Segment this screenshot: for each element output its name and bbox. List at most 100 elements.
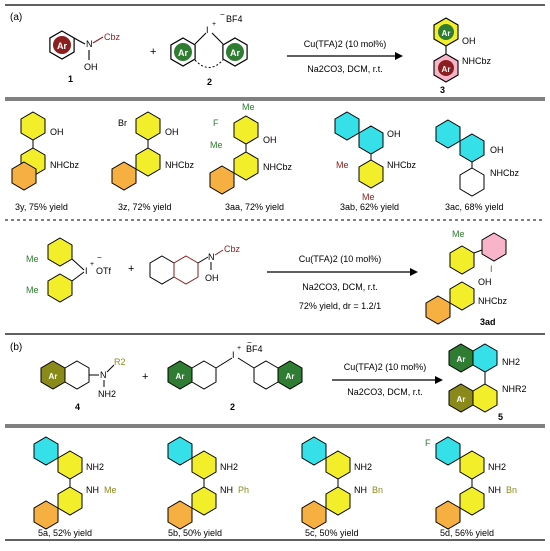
example-5a: NH2 NH Me 5a, 52% yield xyxy=(33,436,117,538)
svg-text:Ph: Ph xyxy=(238,485,249,495)
aryl-ring-fill xyxy=(53,36,71,54)
svg-text:NH2: NH2 xyxy=(488,462,506,472)
plus-a1: + xyxy=(150,46,156,58)
svg-text:3y, 75% yield: 3y, 75% yield xyxy=(15,202,68,212)
svg-text:1: 1 xyxy=(68,74,73,84)
svg-text:N: N xyxy=(86,39,93,49)
svg-text:OH: OH xyxy=(478,277,492,287)
svg-text:Me: Me xyxy=(210,140,223,150)
svg-text:OH: OH xyxy=(462,36,476,46)
svg-text:5b, 50% yield: 5b, 50% yield xyxy=(168,528,222,538)
svg-text:NHCbz: NHCbz xyxy=(165,160,195,170)
conditions-a-2: Na2CO3, DCM, r.t. xyxy=(307,64,383,74)
plus-a2: + xyxy=(128,263,134,275)
example-3ab: OH NHCbz Me Me 3ab, 62% yield xyxy=(334,111,417,212)
svg-text:Ar: Ar xyxy=(57,41,67,51)
svg-text:NHCbz: NHCbz xyxy=(263,162,293,172)
conditions-a2-3: 72% yield, dr = 1.2/1 xyxy=(299,301,381,311)
svg-text:5d, 56% yield: 5d, 56% yield xyxy=(440,528,494,538)
reagent-2-naphthyl: Ar I + BF4 − Ar 2 xyxy=(167,338,303,412)
svg-text:+: + xyxy=(237,345,241,352)
product-3: Ar Ar OH NHCbz 3 xyxy=(433,17,492,95)
svg-text:I: I xyxy=(206,25,209,35)
svg-text:I: I xyxy=(490,264,493,274)
example-3y: OH NHCbz 3y, 75% yield xyxy=(11,111,80,212)
reagent-naphthyl-hydroxylamine: N Cbz OH xyxy=(149,244,241,285)
plus-b: + xyxy=(142,371,148,383)
svg-text:Me: Me xyxy=(242,102,255,112)
svg-text:Br: Br xyxy=(118,118,127,128)
svg-text:NH: NH xyxy=(220,485,233,495)
svg-text:Ar: Ar xyxy=(457,395,466,404)
svg-text:4: 4 xyxy=(75,402,80,412)
svg-text:NH: NH xyxy=(354,485,367,495)
conditions-a-1: Cu(TFA)2 (10 mol%) xyxy=(304,39,387,49)
panel-a-label: (a) xyxy=(10,12,22,23)
example-3z: Br OH NHCbz 3z, 72% yield xyxy=(111,111,195,212)
example-3aa: Me F Me OH NHCbz 3aa, 72% yield xyxy=(209,102,293,212)
panel-b-label: (b) xyxy=(10,342,22,353)
svg-text:3z, 72% yield: 3z, 72% yield xyxy=(118,202,172,212)
svg-text:3ad: 3ad xyxy=(480,317,496,327)
svg-text:F: F xyxy=(213,118,219,128)
svg-text:I: I xyxy=(232,350,235,360)
svg-text:N: N xyxy=(100,370,107,380)
svg-text:Ar: Ar xyxy=(286,372,295,381)
svg-text:3: 3 xyxy=(440,85,445,95)
svg-text:F: F xyxy=(425,438,431,448)
svg-text:3ab, 62% yield: 3ab, 62% yield xyxy=(340,202,399,212)
svg-text:NHCbz: NHCbz xyxy=(462,56,492,66)
svg-text:NH2: NH2 xyxy=(354,462,372,472)
svg-text:3ac, 68% yield: 3ac, 68% yield xyxy=(445,202,504,212)
svg-text:BF4: BF4 xyxy=(226,14,243,24)
svg-text:OH: OH xyxy=(205,273,219,283)
svg-text:NH2: NH2 xyxy=(502,357,520,367)
svg-text:Me: Me xyxy=(26,285,39,295)
example-5c: NH2 NH Bn 5c, 50% yield xyxy=(301,436,383,538)
svg-text:NHR2: NHR2 xyxy=(502,384,527,394)
svg-text:NHCbz: NHCbz xyxy=(387,160,417,170)
svg-text:Ar: Ar xyxy=(442,65,451,74)
svg-text:3aa, 72% yield: 3aa, 72% yield xyxy=(225,202,284,212)
svg-text:Cbz: Cbz xyxy=(224,244,241,254)
svg-text:+: + xyxy=(90,261,94,268)
svg-text:R2: R2 xyxy=(114,357,126,367)
svg-text:NH: NH xyxy=(488,485,501,495)
reagent-4: Ar N R2 NH2 4 xyxy=(40,357,126,412)
svg-text:−: − xyxy=(97,253,102,262)
svg-text:N: N xyxy=(208,252,215,262)
svg-text:−: − xyxy=(220,10,225,19)
svg-text:Bn: Bn xyxy=(506,485,517,495)
conditions-a2-2: Na2CO3, DCM, r.t. xyxy=(302,282,378,292)
example-3ac: OH NHCbz 3ac, 68% yield xyxy=(435,119,520,212)
svg-text:5c, 50% yield: 5c, 50% yield xyxy=(305,528,359,538)
example-5d: F NH2 NH Bn 5d, 56% yield xyxy=(425,436,517,538)
product-3ad: Me I OH NHCbz 3ad xyxy=(425,229,508,327)
svg-text:Ar: Ar xyxy=(442,29,451,38)
svg-text:Ar: Ar xyxy=(457,355,466,364)
svg-text:BF4: BF4 xyxy=(246,344,263,354)
conditions-a2-1: Cu(TFA)2 (10 mol%) xyxy=(299,254,382,264)
svg-text:Ar: Ar xyxy=(176,372,185,381)
reagent-2: Ar Ar I + BF4 − 2 xyxy=(170,10,248,87)
conditions-b-2: Na2CO3, DCM, r.t. xyxy=(347,387,423,397)
conditions-b-1: Cu(TFA)2 (10 mol%) xyxy=(344,362,427,372)
svg-text:NHCbz: NHCbz xyxy=(490,168,520,178)
example-5b: NH2 NH Ph 5b, 50% yield xyxy=(167,436,249,538)
svg-text:OH: OH xyxy=(387,129,401,139)
svg-text:Bn: Bn xyxy=(372,485,383,495)
svg-text:2: 2 xyxy=(230,402,235,412)
svg-text:NH: NH xyxy=(86,485,99,495)
svg-text:NH2: NH2 xyxy=(86,462,104,472)
reagent-iodonium-otf: I + OTf − Me Me xyxy=(26,237,111,303)
svg-text:+: + xyxy=(212,21,216,28)
svg-text:−: − xyxy=(247,338,252,347)
svg-text:5a, 52% yield: 5a, 52% yield xyxy=(38,528,92,538)
svg-text:OTf: OTf xyxy=(96,266,111,276)
svg-text:Me: Me xyxy=(362,192,375,202)
svg-text:NH2: NH2 xyxy=(220,462,238,472)
svg-text:Me: Me xyxy=(336,160,349,170)
svg-text:NHCbz: NHCbz xyxy=(50,160,80,170)
svg-text:Me: Me xyxy=(26,254,39,264)
